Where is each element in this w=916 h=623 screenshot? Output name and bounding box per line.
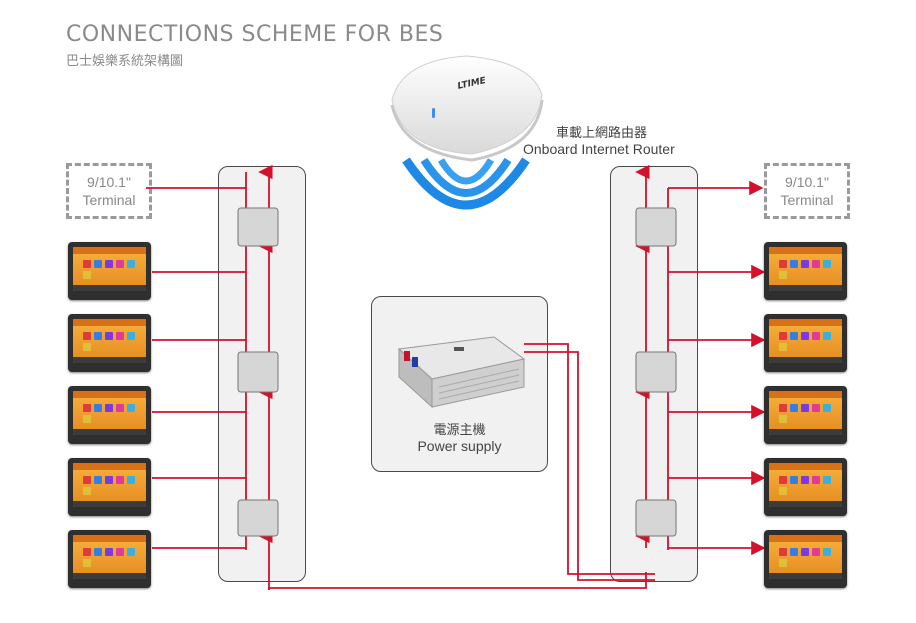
- wifi-signal-icon: [402, 157, 530, 210]
- router-label-cn: 車載上網路由器: [556, 126, 648, 141]
- power-supply-label-cn: 電源主機: [433, 423, 486, 438]
- terminal-size-label: 9/10.1": [87, 174, 131, 190]
- terminal-type-label: Terminal: [780, 192, 834, 208]
- tablet-terminal-icon: [68, 530, 151, 588]
- page-subtitle: 巴士娛樂系統架構圖: [66, 54, 184, 69]
- tablet-terminal-icon: [764, 242, 847, 300]
- router-device-icon: LTIME: [390, 55, 544, 162]
- tablet-terminal-icon: [764, 386, 847, 444]
- power-supply-label-en: Power supply: [417, 438, 502, 454]
- tablet-terminal-icon: [68, 242, 151, 300]
- tablet-terminal-icon: [764, 458, 847, 516]
- tablet-terminal-icon: [764, 530, 847, 588]
- tablet-terminal-icon: [68, 314, 151, 372]
- terminal-type-label: Terminal: [82, 192, 136, 208]
- tablet-terminal-icon: [68, 458, 151, 516]
- terminal-placeholder-left: 9/10.1" Terminal: [66, 163, 152, 219]
- terminal-placeholder-right: 9/10.1" Terminal: [764, 163, 850, 219]
- splitter-module-icon: [237, 207, 677, 537]
- power-supply-box: 電源主機 Power supply: [371, 296, 548, 472]
- tablet-terminal-icon: [764, 314, 847, 372]
- router-label-en: Onboard Internet Router: [523, 141, 675, 157]
- terminal-size-label: 9/10.1": [785, 174, 829, 190]
- tablet-terminal-icon: [68, 386, 151, 444]
- power-supply-device-icon: [397, 336, 526, 409]
- page-title: CONNECTIONS SCHEME FOR BES: [66, 22, 444, 47]
